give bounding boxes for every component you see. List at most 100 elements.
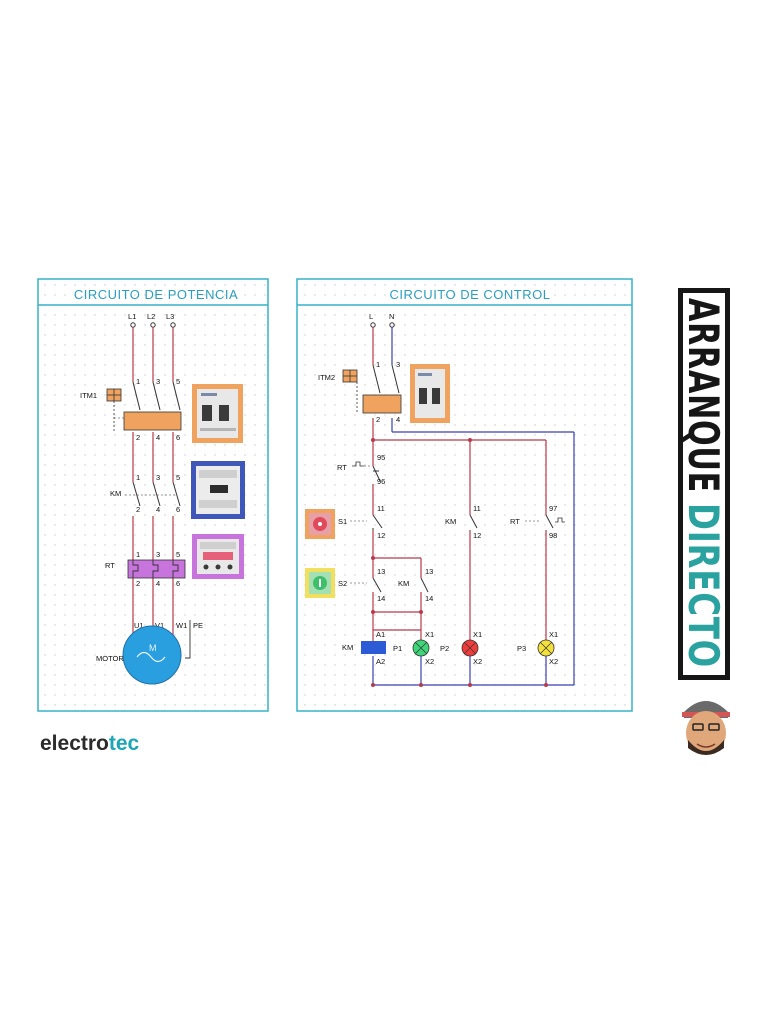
line-terminal <box>370 322 376 328</box>
km-coil <box>361 641 386 654</box>
terminal-number: 96 <box>377 477 385 486</box>
breaker-device-image <box>192 384 243 443</box>
motor-label: MOTOR <box>96 654 124 663</box>
coil-label: KM <box>342 643 353 652</box>
terminal-number: 4 <box>156 433 160 442</box>
phase-terminal <box>130 322 136 328</box>
terminal-number: X1 <box>549 630 558 639</box>
terminal-number: A2 <box>376 657 385 666</box>
phase-label-l2: L2 <box>147 312 155 321</box>
terminal-number: 1 <box>136 550 140 559</box>
terminal-number: 5 <box>176 377 180 386</box>
power-wires <box>132 327 174 640</box>
terminal-number: 14 <box>425 594 433 603</box>
terminal-number: 3 <box>156 473 160 482</box>
terminal-number: X2 <box>473 657 482 666</box>
terminal-number: X2 <box>425 657 434 666</box>
terminal-number: 6 <box>176 579 180 588</box>
terminal-number: 2 <box>136 579 140 588</box>
terminal-number: A1 <box>376 630 385 639</box>
terminal-number: 11 <box>377 504 385 513</box>
s2-label: S2 <box>338 579 347 588</box>
lamp-p1-label: P1 <box>393 644 402 653</box>
lamp-p3-label: P3 <box>517 644 526 653</box>
terminal-number: 95 <box>377 453 385 462</box>
control-breaker-device-image <box>410 364 450 423</box>
itm1-label: ITM1 <box>80 391 97 400</box>
terminal-number: 12 <box>473 531 481 540</box>
terminal-number: 5 <box>176 473 180 482</box>
s1-label: S1 <box>338 517 347 526</box>
terminal-number: 5 <box>176 550 180 559</box>
contactor-device-image <box>191 461 245 519</box>
control-blue-wires <box>372 327 575 686</box>
terminal-number: 2 <box>136 505 140 514</box>
terminal-number: 13 <box>425 567 433 576</box>
terminal-number: 4 <box>156 579 160 588</box>
terminal-number: 4 <box>156 505 160 514</box>
junction-dots <box>371 438 548 687</box>
terminal-number: 2 <box>376 415 380 424</box>
stop-button-image <box>305 509 335 539</box>
control-panel-title: CIRCUITO DE CONTROL <box>390 287 551 302</box>
avatar <box>682 701 730 755</box>
motor-terminal-v1: V1 <box>155 621 164 630</box>
brand-logo-text: electrotec <box>40 732 140 755</box>
terminal-number: 4 <box>396 415 400 424</box>
neutral-label: N <box>389 312 394 321</box>
side-title: ARRANQUE DIRECTO <box>678 288 730 680</box>
control-red-wires <box>372 327 547 640</box>
control-panel-frame <box>296 278 633 712</box>
terminal-number: X2 <box>549 657 558 666</box>
terminal-number: 13 <box>377 567 385 576</box>
terminal-number: 1 <box>136 473 140 482</box>
rt-control-label: RT <box>337 463 347 472</box>
itm2-label: ITM2 <box>318 373 335 382</box>
motor-m-glyph: M <box>149 643 157 653</box>
lamp-p2: P2 X1 X2 <box>440 630 482 666</box>
terminal-number: 3 <box>156 550 160 559</box>
itm1-body <box>123 411 182 431</box>
motor-symbol <box>122 625 182 685</box>
terminal-number: 12 <box>377 531 385 540</box>
terminal-number: 6 <box>176 505 180 514</box>
power-panel-title: CIRCUITO DE POTENCIA <box>74 287 238 302</box>
phase-label-l3: L3 <box>166 312 174 321</box>
rt-power-label: RT <box>105 561 115 570</box>
km-hold-label: KM <box>398 579 409 588</box>
rt-aux-label: RT <box>510 517 520 526</box>
brand-logo: electrotec <box>40 732 140 755</box>
terminal-number: X1 <box>473 630 482 639</box>
motor-terminal-u1: U1 <box>134 621 144 630</box>
line-label: L <box>369 312 373 321</box>
terminal-number: 98 <box>549 531 557 540</box>
terminal-number: 14 <box>377 594 385 603</box>
phase-terminal <box>150 322 156 328</box>
itm2-body <box>362 394 402 414</box>
terminal-number: 11 <box>473 504 481 513</box>
lamp-p1: P1 X1 X2 <box>393 630 434 666</box>
km-aux-label: KM <box>445 517 456 526</box>
terminal-number: X1 <box>425 630 434 639</box>
km-power-label: KM <box>110 489 121 498</box>
lamp-p2-label: P2 <box>440 644 449 653</box>
motor-terminal-w1: W1 <box>176 621 187 630</box>
terminal-number: 3 <box>396 360 400 369</box>
thermal-relay-device-image <box>192 534 244 579</box>
phase-terminal <box>170 322 176 328</box>
start-button-image <box>305 568 335 598</box>
neutral-terminal <box>389 322 395 328</box>
terminal-number: 3 <box>156 377 160 386</box>
rt-power-body <box>127 559 186 579</box>
phase-label-l1: L1 <box>128 312 136 321</box>
brand-suffix: tec <box>109 732 140 755</box>
side-title-line2: DIRECTO <box>679 503 728 668</box>
power-panel: CIRCUITO DE POTENCIA L1 L2 L3 ITM1 <box>37 278 269 712</box>
brand-prefix: electro <box>40 732 109 755</box>
control-panel: CIRCUITO DE CONTROL L N <box>296 278 633 712</box>
terminal-number: 1 <box>376 360 380 369</box>
terminal-number: 6 <box>176 433 180 442</box>
terminal-number: 97 <box>549 504 557 513</box>
